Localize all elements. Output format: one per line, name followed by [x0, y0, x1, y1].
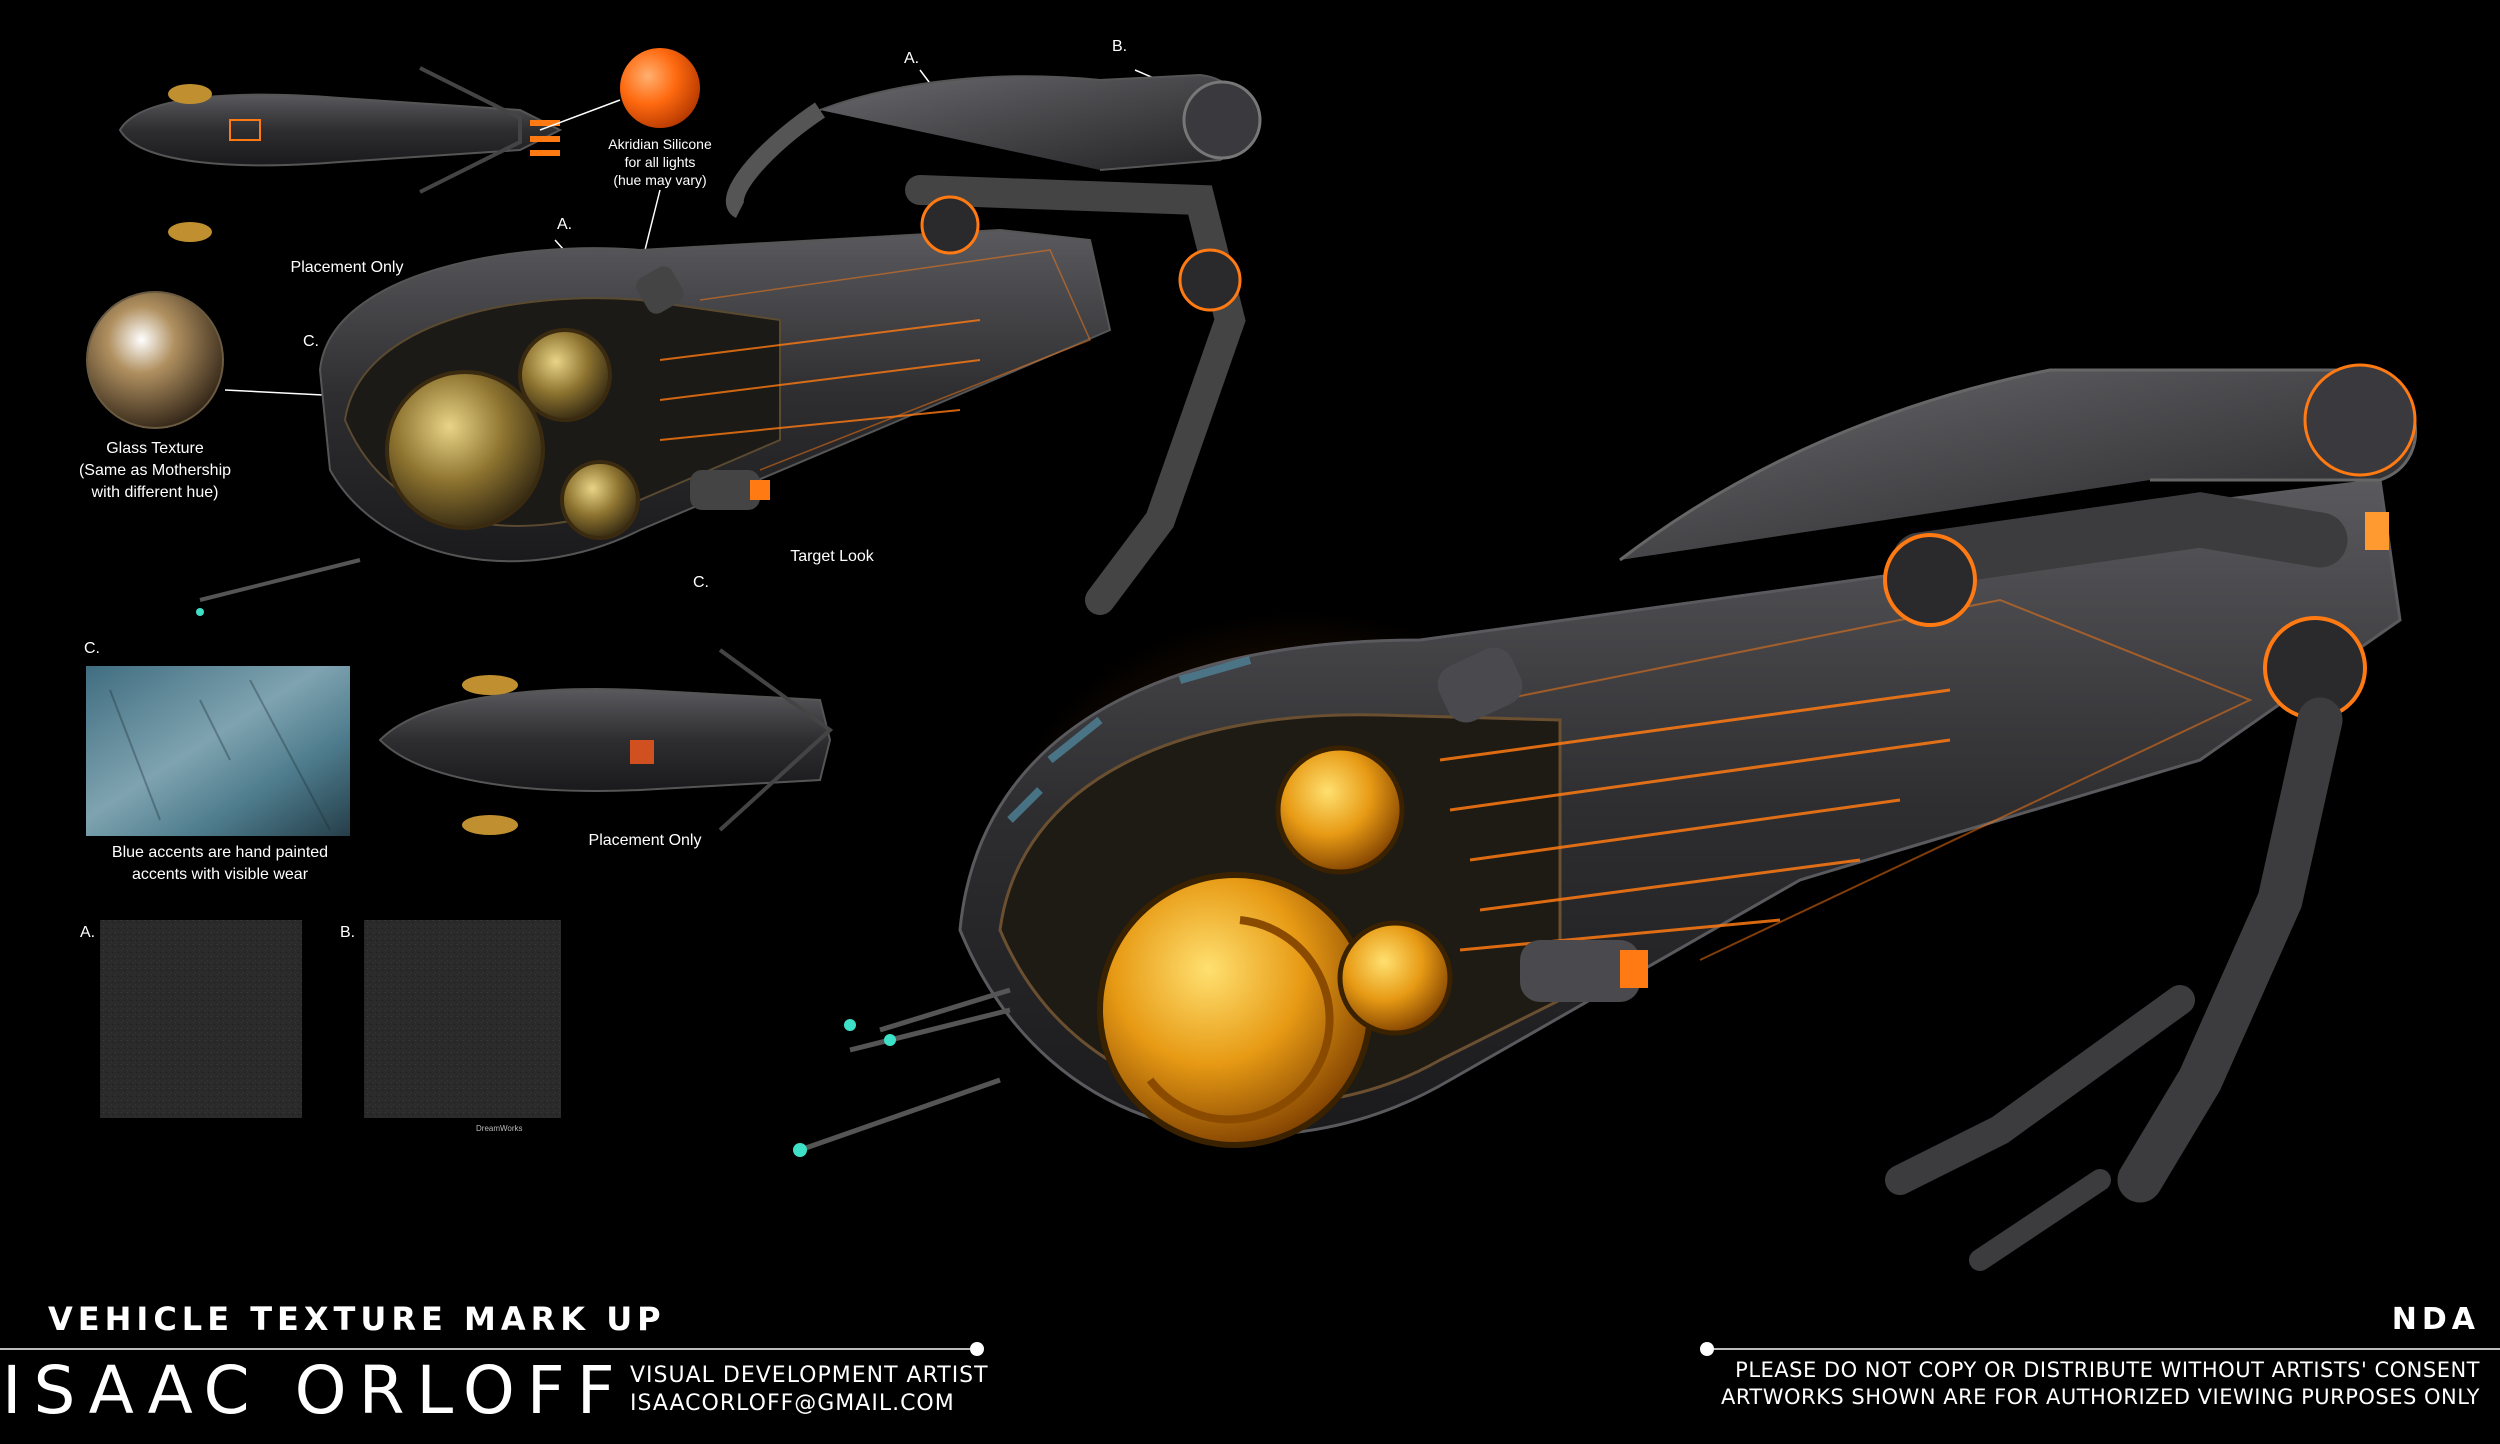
annotation-a-swatch: A.: [80, 924, 96, 941]
artist-contact: VISUAL DEVELOPMENT ARTIST ISAACORLOFF@GM…: [630, 1362, 989, 1418]
silicone-note-line1: Akridian Silicone: [608, 136, 712, 152]
blue-accents-line2: accents with visible wear: [131, 866, 309, 883]
glass-sphere: [86, 291, 224, 429]
artist-name: ISAAC ORLOFF: [2, 1352, 627, 1429]
glass-note-line1: Glass Texture: [106, 440, 204, 457]
blue-texture-swatch: [86, 666, 350, 836]
bottom-view-ship: [378, 648, 834, 835]
swatch-streaks: [109, 679, 331, 831]
silicone-note-line2: for all lights: [624, 154, 696, 170]
blue-accents-line1: Blue accents are hand painted: [111, 844, 329, 861]
annotation-a-top: A.: [904, 50, 920, 67]
annotation-a-mid: A.: [557, 216, 573, 233]
dreamworks-watermark: DreamWorks: [476, 1124, 523, 1133]
nda-line2: ARTWORKS SHOWN ARE FOR AUTHORIZED VIEWIN…: [1720, 1385, 2480, 1409]
metal-texture-swatch-b: [364, 920, 561, 1118]
top-view-ship: [118, 66, 563, 242]
footer-lines: [0, 1342, 2500, 1356]
nda-line1: PLEASE DO NOT COPY OR DISTRIBUTE WITHOUT…: [1735, 1358, 2480, 1382]
annotation-c-left: C.: [303, 333, 319, 350]
silicone-note-line3: (hue may vary): [613, 172, 707, 188]
artist-role: VISUAL DEVELOPMENT ARTIST: [630, 1363, 989, 1388]
placement-only-bottom: Placement Only: [588, 832, 702, 849]
nda-title: NDA: [2391, 1302, 2480, 1337]
annotation-c-right: C.: [693, 574, 709, 591]
blue-accents-note: Blue accents are hand painted accents wi…: [70, 842, 370, 886]
glass-note-line3: with different hue): [91, 484, 219, 501]
small-ship-target: [196, 73, 1262, 616]
silicone-sphere: [620, 48, 700, 128]
nda-notice: PLEASE DO NOT COPY OR DISTRIBUTE WITHOUT…: [1721, 1357, 2480, 1411]
target-look-label: Target Look: [790, 548, 874, 565]
metal-texture-swatch-a: [100, 920, 302, 1118]
artist-email: ISAACORLOFF@GMAIL.COM: [630, 1391, 955, 1416]
page-title: VEHICLE TEXTURE MARK UP: [48, 1300, 666, 1338]
glass-note: Glass Texture (Same as Mothership with d…: [50, 438, 260, 504]
large-ship-target: [793, 363, 2417, 1271]
annotation-b-top: B.: [1112, 38, 1128, 55]
silicone-note: Akridian Silicone for all lights (hue ma…: [570, 135, 750, 189]
annotation-b-swatch: B.: [340, 924, 356, 941]
placement-only-top: Placement Only: [290, 259, 404, 276]
annotation-c-swatch: C.: [84, 640, 100, 657]
glass-note-line2: (Same as Mothership: [78, 462, 232, 479]
